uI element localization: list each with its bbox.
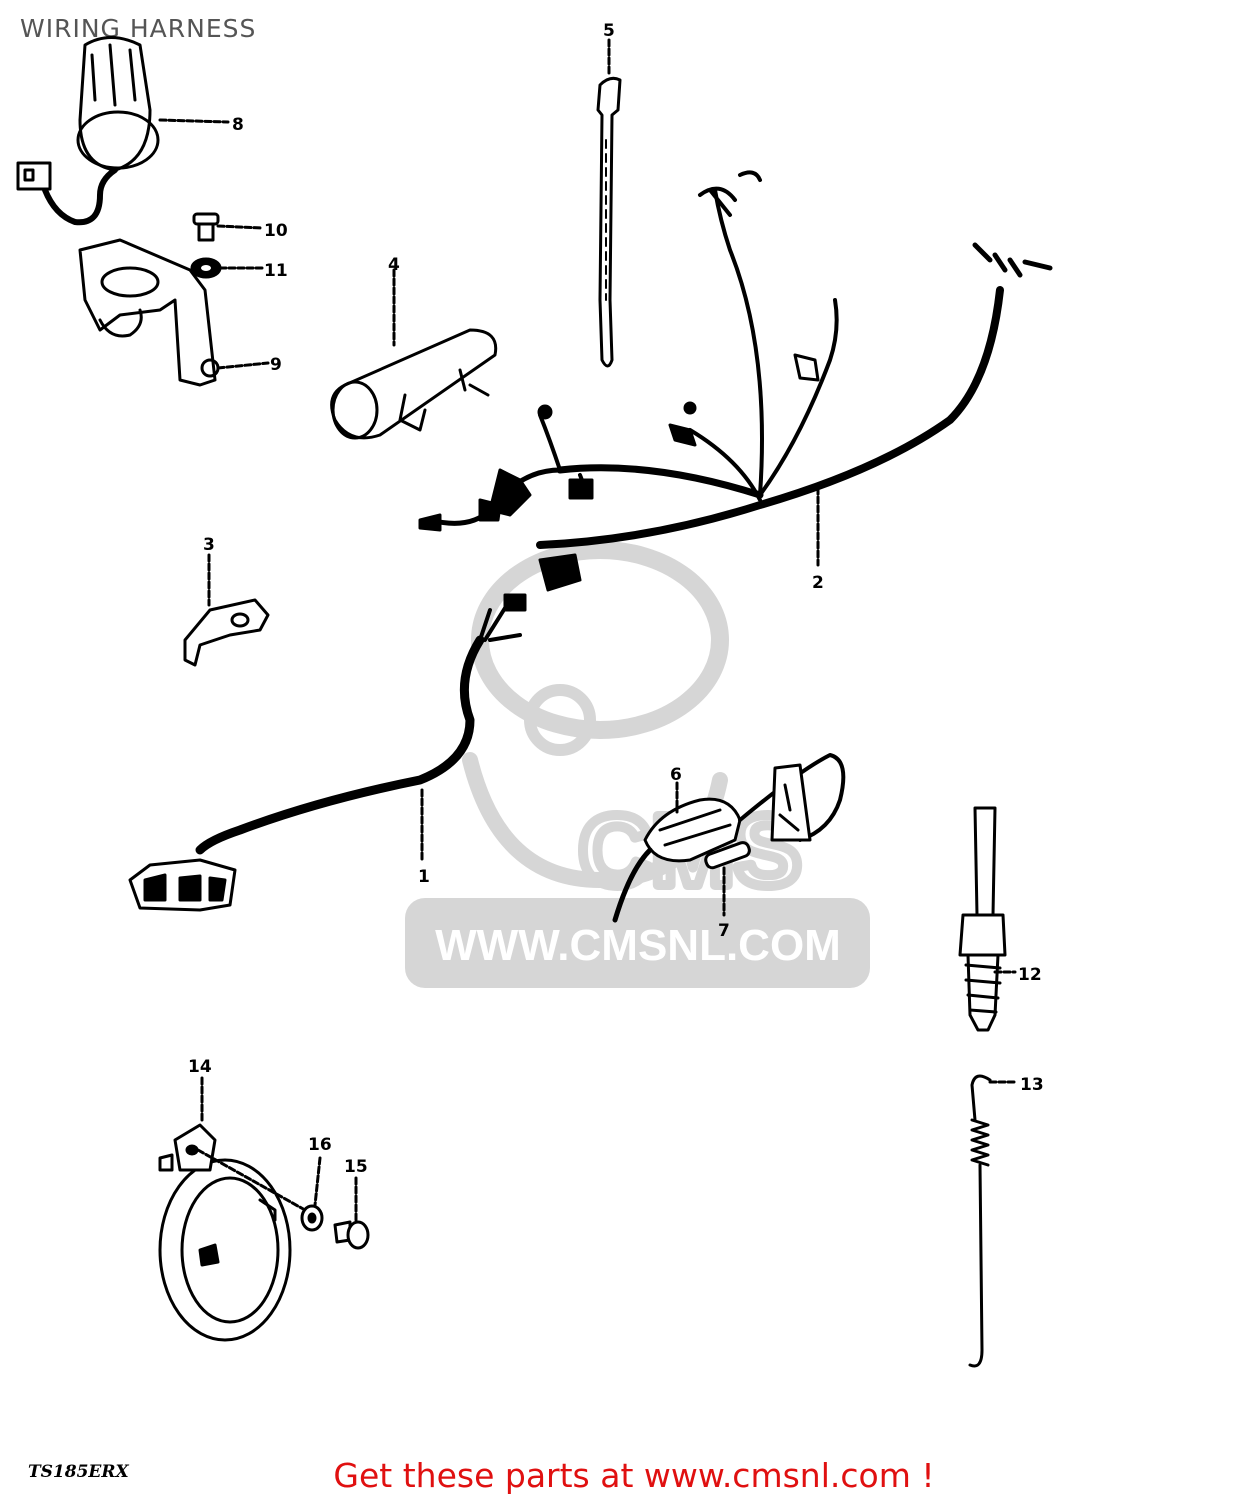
part-label-13: 13 [1020,1075,1044,1095]
main-harness-part [418,170,1053,567]
sub-harness-part [128,553,582,912]
part-label-7: 7 [718,921,730,941]
model-code: TS185ERX [28,1462,129,1482]
part-label-8: 8 [232,115,244,135]
part-label-10: 10 [264,221,288,241]
cmsnl-parts-link[interactable]: Get these parts at www.cmsnl.com ! [333,1456,935,1495]
part-label-16: 16 [308,1135,332,1155]
part-label-1: 1 [418,867,430,887]
horn-part [158,1076,307,1342]
washer-part [190,257,264,279]
part-label-6: 6 [670,765,682,785]
part-label-15: 15 [344,1157,368,1177]
part-label-5: 5 [603,21,615,41]
part-label-12: 12 [1018,965,1042,985]
bolt-part [192,212,264,242]
horn-bolt-part [333,1176,370,1250]
part-label-3: 3 [203,535,215,555]
lead-wire-part [596,38,622,368]
page-title: WIRING HARNESS [20,14,257,43]
part-label-9: 9 [270,355,282,375]
ignition-coil-part [330,268,498,440]
spring-rod-part [968,1074,1017,1368]
fuse-part [704,841,751,917]
horn-washer-part [300,1156,324,1232]
part-label-14: 14 [188,1057,212,1077]
part-label-11: 11 [264,261,288,281]
clamp-part [183,553,270,667]
watermark-text: WWW.CMSNL.COM [435,921,841,970]
part-label-2: 2 [812,573,824,593]
part-label-4: 4 [388,255,400,275]
ignition-switch-part [16,36,230,226]
fuse-holder-part [612,753,846,923]
switch-bracket-part [78,238,270,387]
plug-cap-part [958,806,1017,1032]
